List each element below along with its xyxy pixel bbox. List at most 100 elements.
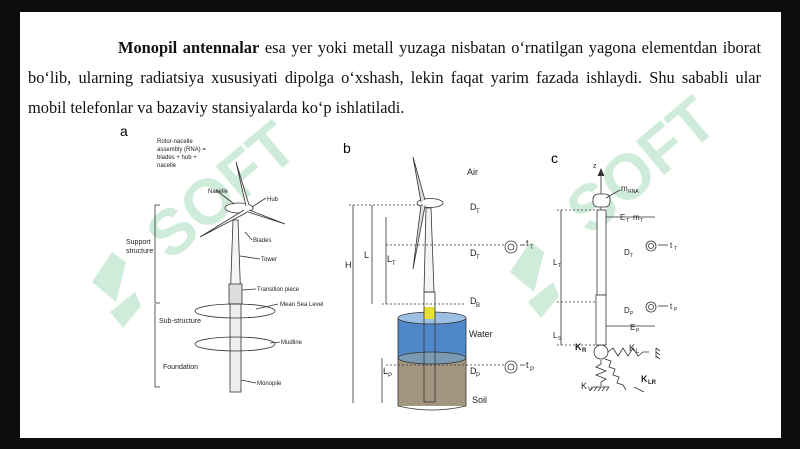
fig-c-coupling-spring (604, 358, 627, 391)
fig-c-KLR: K (641, 374, 648, 384)
fig-b-DT2: D (470, 248, 477, 258)
fig-b-LT: L (387, 254, 392, 264)
fig-c-beam-top (596, 209, 607, 296)
figure-a: a Rotor-nacelle assembly (RNA) = blades … (120, 123, 323, 393)
fig-c-DT: D (624, 248, 630, 257)
fig-b-DB: D (470, 296, 477, 306)
fig-c-ET-sub: T (626, 218, 629, 224)
watermark-logo-left (92, 252, 141, 328)
fig-b-section-P (504, 360, 518, 374)
fig-c-z: z (593, 163, 597, 170)
fig-a-msl-ellipse (194, 303, 276, 319)
fig-c-section-T (645, 240, 657, 252)
fig-b-LT-sub: T (392, 261, 396, 267)
fig-c-DP-sub: P (630, 311, 634, 317)
fig-b-soil: Soil (472, 395, 487, 405)
fig-b-H: H (345, 260, 352, 270)
fig-a-monopile: Monopile (257, 381, 282, 387)
fig-c-KV-sub: V (588, 387, 592, 393)
fig-c-tP: t (670, 302, 673, 311)
fig-c-DT-sub: T (630, 253, 633, 259)
fig-a-mudline: Mudline (281, 340, 303, 346)
fig-c-rna-mass (592, 193, 611, 208)
fig-a-rna-4: nacelle (157, 163, 177, 169)
fig-a-monopile-shape (229, 303, 242, 393)
fig-b-tP-sub: P (530, 367, 534, 373)
fig-a-rna-1: Rotor-nacelle (157, 139, 193, 145)
fig-c-mT-sub: T (640, 218, 643, 224)
fig-a-foundation: Foundation (163, 364, 198, 371)
fig-b-tP: t (526, 360, 529, 370)
fig-a-support-2: structure (126, 248, 153, 255)
figure: SOFT SOFT a Rotor-nacelle assembly (RNA)… (92, 83, 730, 411)
fig-c-EP: E (630, 323, 635, 332)
fig-a-rna-3: blades + hub + (157, 155, 197, 161)
fig-b-LP: L (383, 366, 388, 376)
fig-a-letter: a (120, 123, 128, 139)
fig-a-rna-2: assembly (RNA) = (157, 147, 206, 153)
fig-a-blade-up (235, 161, 250, 207)
fig-c-lateral-spring (607, 347, 649, 357)
fig-c-section-P (645, 301, 657, 313)
fig-b-yellow-piece (424, 307, 435, 319)
fig-b-DT1: D (470, 202, 477, 212)
fig-c-tT-sub: T (674, 246, 677, 252)
fig-b-water: Water (469, 329, 493, 339)
fig-c-mRNA-sub: RNA (628, 189, 639, 195)
fig-b-air: Air (467, 167, 478, 177)
fig-c-LS: L (553, 331, 558, 340)
document-page: SOFT SOFT a Rotor-nacelle assembly (RNA)… (20, 12, 781, 438)
fig-c-mT: m (633, 213, 640, 222)
fig-b-pile (423, 291, 436, 403)
fig-c-vertical-spring (594, 360, 608, 386)
paragraph-bold-term: Monopil antennalar (118, 38, 260, 57)
figure-c: c z m RNA E T m T L T D T t T D P t P E … (551, 150, 678, 393)
fig-c-LT: L (553, 258, 558, 267)
fig-a-hub: Hub (267, 197, 279, 203)
figure-b: b Air Water Soil H L L T L P D T D T t T… (343, 140, 534, 411)
fig-c-KV: K (581, 381, 587, 391)
fig-c-KL-sub: L (636, 349, 640, 355)
fig-c-ET: E (620, 213, 625, 222)
fig-b-DP: D (470, 366, 477, 376)
fig-b-soil-block (398, 358, 466, 406)
fig-b-tower (423, 207, 435, 293)
fig-b-soil-top (397, 351, 467, 365)
paragraph-text: esa yer yoki metall yuzaga nisbatan oʻrn… (28, 38, 762, 117)
fig-a-msl: Mean Sea Level (280, 302, 323, 308)
fig-a-blade-left (199, 209, 247, 238)
fig-c-KR-sub: R (582, 348, 587, 354)
fig-c-mRNA: m (621, 184, 628, 193)
fig-c-KL: K (629, 343, 635, 353)
fig-c-KLR-sub: LR (648, 380, 657, 386)
fig-a-blade-right (247, 209, 286, 225)
fig-b-DT2-sub: T (476, 255, 480, 261)
fig-a-support-1: Support (126, 239, 151, 246)
fig-a-tower: Tower (261, 257, 277, 263)
fig-b-blade-up (412, 156, 426, 203)
fig-b-letter: b (343, 140, 351, 156)
fig-c-LS-sub: S (558, 336, 562, 342)
fig-b-LP-sub: P (388, 373, 392, 379)
fig-a-transition: Transition piece (257, 287, 300, 293)
fig-b-soil-bottom (397, 405, 467, 411)
fig-c-letter: c (551, 150, 558, 166)
fig-b-DB-sub: B (476, 303, 480, 309)
watermark-logo-right (510, 242, 559, 318)
fig-a-substructure: Sub-structure (159, 318, 201, 325)
fig-a-transition-piece (228, 283, 243, 305)
fig-a-blades: Blades (253, 238, 271, 244)
fig-c-LT-sub: T (558, 263, 561, 269)
fig-b-DP-sub: P (476, 373, 480, 379)
fig-c-rotational-spring (593, 344, 609, 360)
fig-b-DT1-sub: T (476, 209, 480, 215)
fig-c-tP-sub: P (674, 307, 678, 313)
body-paragraph: Monopil antennalar esa yer yoki metall y… (28, 33, 761, 123)
fig-c-KR: K (575, 342, 582, 352)
fig-b-section-T (504, 240, 518, 254)
fig-c-beam-bottom (595, 294, 607, 346)
fig-a-mudline-ellipse (194, 336, 276, 352)
fig-b-blade-down (412, 204, 426, 270)
fig-b-L: L (364, 250, 369, 260)
